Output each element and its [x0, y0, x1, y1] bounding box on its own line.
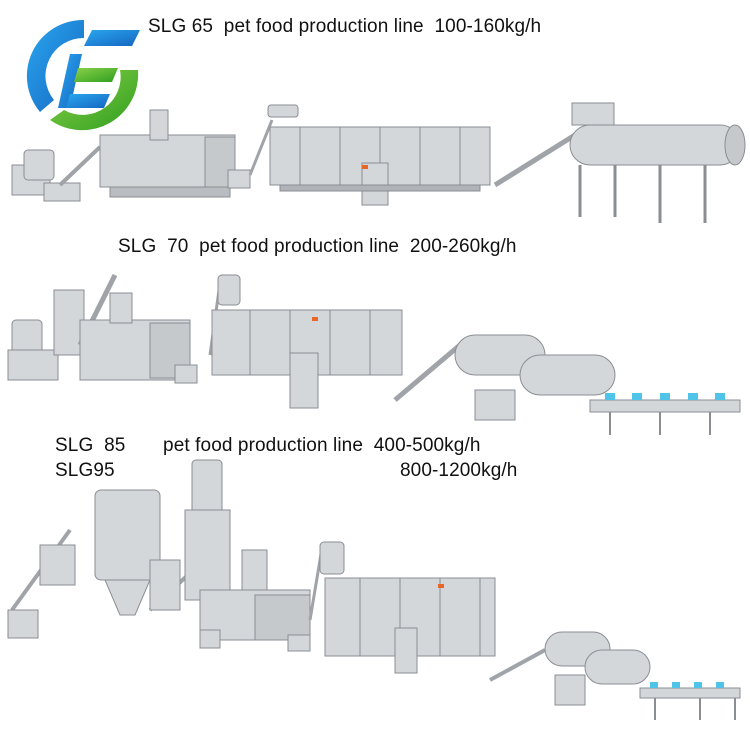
company-logo: [26, 19, 140, 131]
production-line-slg65-illustration: [11, 102, 746, 223]
production-line-slg70-illustration: [7, 273, 741, 435]
caption-slg85: SLG 85 pet food production line 400-500k…: [55, 435, 481, 456]
caption-slg95-model: SLG95: [55, 460, 115, 481]
caption-slg70: SLG 70 pet food production line 200-260k…: [118, 236, 517, 257]
caption-slg95-capacity: 800-1200kg/h: [400, 460, 518, 481]
production-line-slg85-slg95-illustration: [7, 459, 741, 720]
caption-slg65: SLG 65 pet food production line 100-160k…: [148, 16, 542, 37]
